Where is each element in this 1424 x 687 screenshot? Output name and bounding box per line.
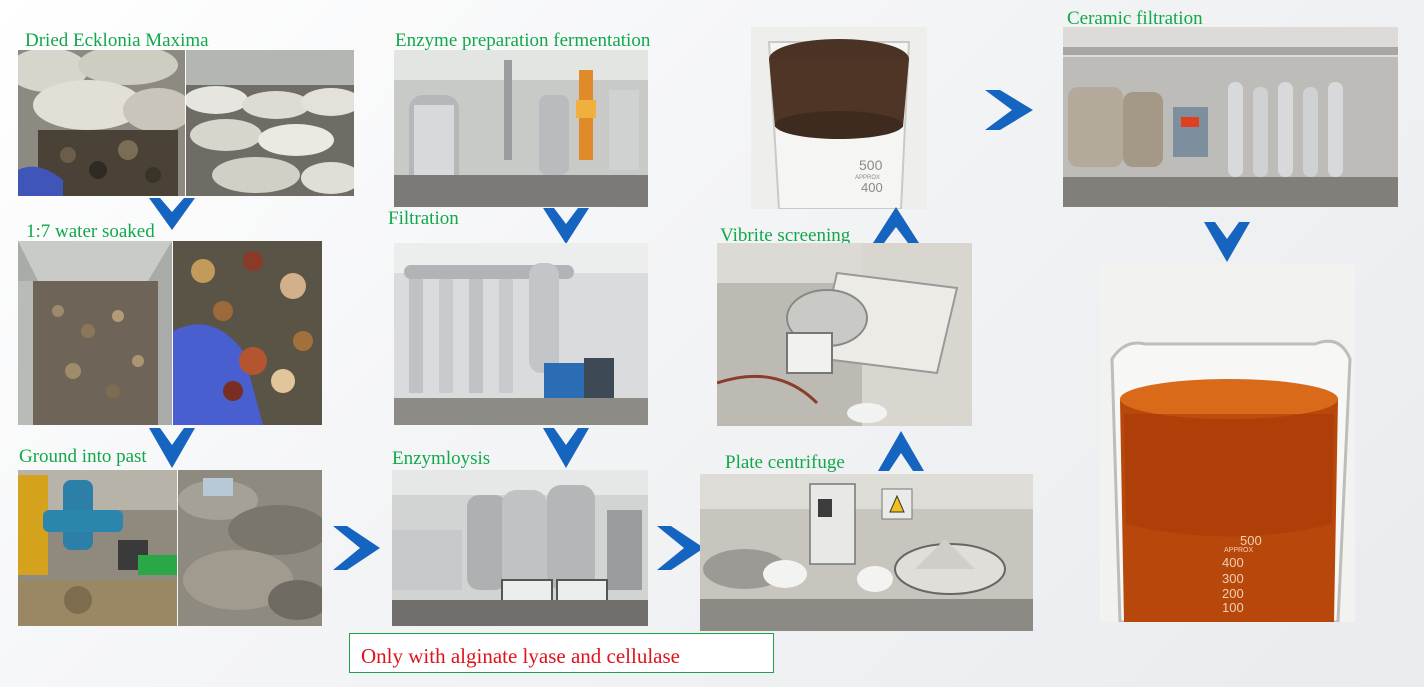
photo-brown-liquid-beaker: 500 APPROX 400: [751, 27, 927, 209]
chevron-icon: [657, 526, 704, 570]
photo-ceramic-filtration-unit: [1063, 27, 1398, 207]
chevron-icon: [543, 428, 589, 468]
beaker-mark-approx: APPROX: [1224, 547, 1254, 554]
photo-soaked-seaweed-hand: [173, 241, 322, 425]
chevron-icon: [1204, 222, 1250, 262]
photo-amber-liquid-beaker: 500 APPROX 400 300 200 100: [1100, 264, 1355, 622]
chevron-icon: [873, 207, 919, 243]
chevron-icon: [149, 198, 195, 230]
enzyme-note-text: Only with alginate lyase and cellulase: [361, 644, 680, 669]
photo-seaweed-sacks-warehouse: [186, 50, 354, 196]
step-label-ceramic: Ceramic filtration: [1067, 9, 1203, 28]
step-label-fermentation: Enzyme preparation fermentation: [395, 31, 650, 50]
beaker-mark-300: 300: [1222, 571, 1244, 586]
chevron-icon: [149, 428, 195, 468]
photo-vibrating-screen: [717, 243, 972, 426]
photo-water-soaked-tank: [18, 241, 172, 425]
chevron-icon: [333, 526, 380, 570]
chevron-icon: [985, 90, 1033, 130]
photo-fermentation-tanks: [394, 50, 648, 207]
step-label-soaked: 1:7 water soaked: [26, 222, 155, 241]
step-label-centrifuge: Plate centrifuge: [725, 453, 845, 472]
step-label-dried: Dried Ecklonia Maxima: [25, 31, 209, 50]
step-label-ground: Ground into past: [19, 447, 147, 466]
step-label-filtration: Filtration: [388, 209, 459, 228]
enzyme-note-box: Only with alginate lyase and cellulase: [349, 633, 774, 673]
photo-grinder-machine: [18, 470, 177, 626]
photo-filtration-unit: [394, 243, 648, 425]
chevron-icon: [543, 208, 589, 244]
photo-dried-seaweed-bags: [18, 50, 185, 196]
beaker-mark-400: 400: [1222, 555, 1244, 570]
beaker-mark-100: 100: [1222, 600, 1244, 615]
photo-enzymolysis-tanks: [392, 470, 648, 626]
beaker-mark-400: 400: [861, 180, 883, 195]
photo-ground-paste: [178, 470, 322, 626]
step-label-enzymolysis: Enzymloysis: [392, 449, 490, 468]
beaker-mark-200: 200: [1222, 586, 1244, 601]
photo-plate-centrifuge: [700, 474, 1033, 631]
beaker-mark-500: 500: [859, 157, 883, 173]
beaker-mark-500: 500: [1240, 533, 1262, 548]
chevron-icon: [878, 431, 924, 471]
